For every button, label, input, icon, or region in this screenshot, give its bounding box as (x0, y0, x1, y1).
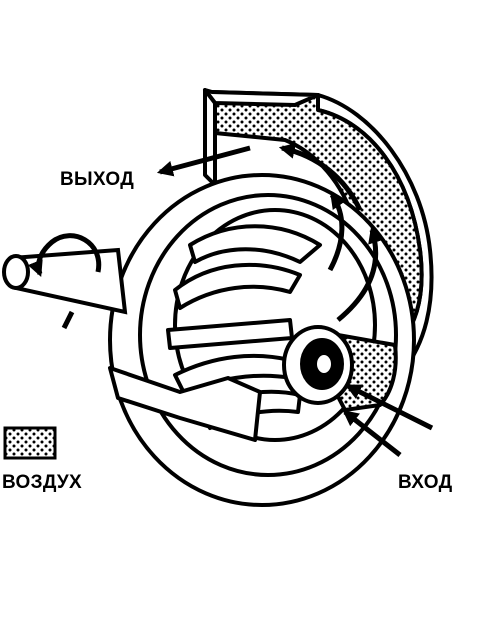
drive-shaft (2, 247, 128, 315)
outlet-duct (203, 88, 217, 187)
air-legend-label: ВОЗДУХ (2, 472, 82, 493)
casing-top-face (203, 88, 320, 107)
shaft-rotation-tail (61, 310, 75, 330)
blade (188, 224, 322, 264)
flow-arrow-icon (342, 410, 402, 457)
air-flow-arrows (156, 142, 434, 457)
flow-arrow-icon (327, 192, 346, 272)
flow-arrow-icon (336, 226, 384, 322)
outlet-label: ВЫХОД (60, 169, 134, 190)
flow-arrow-icon (156, 145, 251, 177)
inlet-label: ВХОД (398, 472, 453, 493)
flow-arrow-icon (345, 383, 434, 431)
flow-arrow-icon (278, 142, 363, 212)
legend: ВОЗДУХ (2, 426, 82, 493)
impeller-hub (282, 325, 354, 405)
casing-bottom-cut (108, 366, 262, 442)
curved-rotation-arrow-icon (27, 233, 102, 277)
blade (173, 262, 302, 310)
air-legend-swatch (3, 426, 57, 460)
